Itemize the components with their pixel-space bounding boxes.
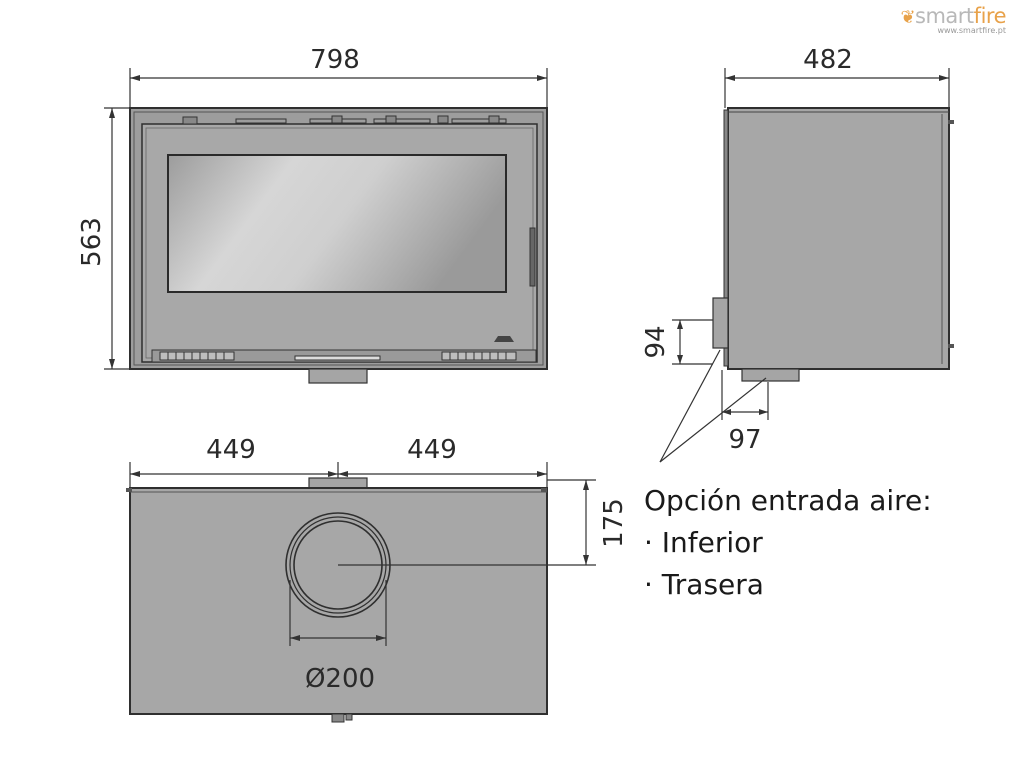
- side-rear-inlet: [712, 297, 729, 349]
- flue-offset-label: 175: [599, 498, 629, 548]
- note-option-inferior: · Inferior: [644, 526, 763, 559]
- front-width-label: 798: [310, 45, 360, 75]
- flue-diameter-label: Ø200: [305, 664, 375, 694]
- side-depth-dimension: [724, 68, 950, 108]
- front-height-dimension: [104, 107, 130, 370]
- front-height-label: 563: [77, 217, 107, 267]
- inlet-height-label: 94: [641, 325, 671, 358]
- side-body: [727, 107, 950, 370]
- logo-wordmark: ❦smartfire: [900, 4, 1006, 28]
- front-air-inlet: [308, 368, 368, 384]
- flue-offset-dimension: [338, 479, 596, 566]
- air-inlet-note: Opción entrada aire: · Inferior · Traser…: [644, 480, 932, 606]
- brand-url: www.smartfire.pt: [937, 26, 1006, 35]
- inlet-height-dimension: [672, 319, 713, 365]
- logo-suffix: fire: [973, 4, 1007, 28]
- flue-diameter-dimension: [289, 580, 387, 646]
- top-right-half-label: 449: [407, 435, 457, 465]
- side-depth-label: 482: [803, 45, 853, 75]
- logo-prefix: smart: [915, 4, 974, 28]
- inlet-offset-dimension: [721, 370, 769, 420]
- note-title: Opción entrada aire:: [644, 484, 932, 517]
- front-glass-window: [167, 154, 507, 293]
- front-bottom-vents: [151, 349, 537, 363]
- front-top-clips: [182, 115, 507, 125]
- flame-icon: ❦: [900, 7, 916, 28]
- top-left-half-label: 449: [206, 435, 256, 465]
- front-view: 798 563: [77, 45, 548, 384]
- brand-logo: ❦smartfire www.smartfire.pt: [900, 4, 1006, 35]
- note-option-trasera: · Trasera: [644, 568, 764, 601]
- top-view: 449 449 175 Ø200: [126, 435, 629, 723]
- side-view: 482 94 97: [641, 45, 954, 463]
- front-width-dimension: [129, 68, 548, 108]
- side-bottom-inlet: [741, 368, 800, 382]
- inlet-offset-label: 97: [728, 425, 761, 455]
- front-emblem-icon: [494, 336, 514, 342]
- air-inlet-leader-lines: [659, 349, 767, 463]
- door-handle: [529, 227, 536, 287]
